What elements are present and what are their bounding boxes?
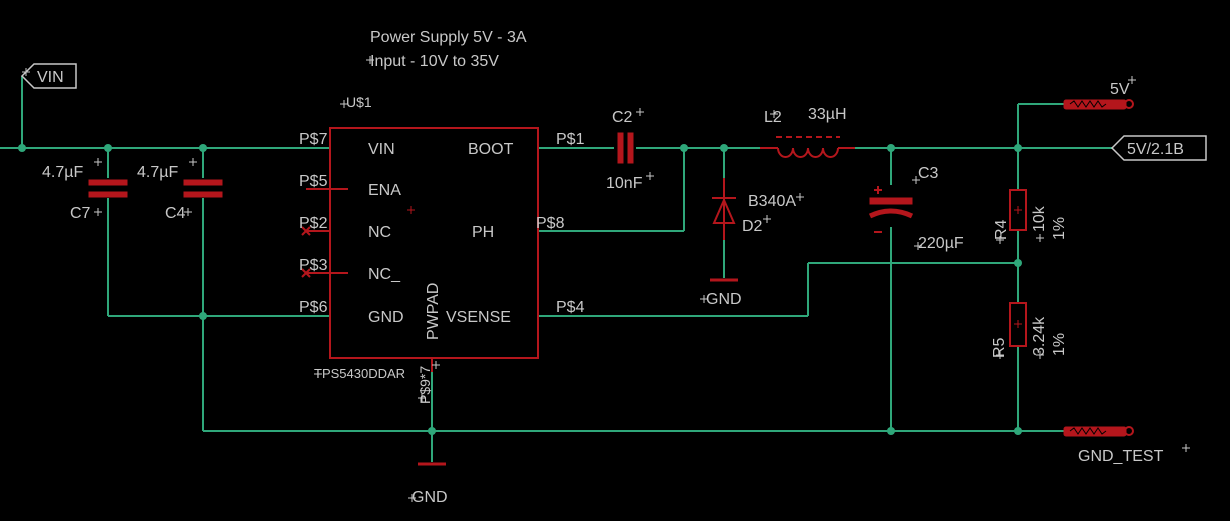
testpoint-5v: 5V xyxy=(1063,81,1134,110)
gnd-symbol-diode: GND xyxy=(706,278,742,308)
diode-d2: B340A D2 xyxy=(712,178,796,240)
svg-text:GND: GND xyxy=(368,309,404,326)
svg-text:P$7: P$7 xyxy=(299,131,328,148)
svg-text:P$2: P$2 xyxy=(299,215,328,232)
svg-text:5V: 5V xyxy=(1110,81,1130,98)
svg-text:P$3: P$3 xyxy=(299,257,328,274)
svg-text:PWPAD: PWPAD xyxy=(425,283,442,340)
inductor-l2: L2 33µH xyxy=(760,106,855,158)
svg-text:U$1: U$1 xyxy=(346,94,372,110)
svg-text:BOOT: BOOT xyxy=(468,141,514,158)
svg-text:R5: R5 xyxy=(991,337,1008,358)
svg-text:P$5: P$5 xyxy=(299,173,328,190)
svg-text:220µF: 220µF xyxy=(918,235,964,252)
svg-text:P$9*7: P$9*7 xyxy=(417,366,433,404)
svg-text:C3: C3 xyxy=(918,165,939,182)
junctions xyxy=(18,144,1022,435)
capacitor-c2: C2 10nF xyxy=(606,109,643,192)
svg-text:PH: PH xyxy=(472,224,494,241)
svg-text:4.7µF: 4.7µF xyxy=(42,164,83,181)
svg-text:VIN: VIN xyxy=(368,141,395,158)
vin-net-label: VIN xyxy=(20,63,77,89)
svg-text:10nF: 10nF xyxy=(606,175,643,192)
testpoint-gnd-test: GND_TEST xyxy=(1063,426,1164,465)
capacitor-c7: 4.7µF C7 xyxy=(42,164,128,222)
svg-text:VIN: VIN xyxy=(37,69,64,86)
svg-text:P$4: P$4 xyxy=(556,299,585,316)
resistor-r5: R5 3.24k 1% xyxy=(991,302,1068,358)
svg-text:5V/2.1B: 5V/2.1B xyxy=(1127,141,1184,158)
output-net-label: 5V/2.1B xyxy=(1110,135,1207,161)
svg-text:10k: 10k xyxy=(1031,205,1048,232)
svg-text:4.7µF: 4.7µF xyxy=(137,164,178,181)
ic-u1: U$1 TPS5430DDAR PWPAD P$9*7 VIN ENA NC N… xyxy=(299,94,585,404)
svg-text:C4: C4 xyxy=(165,205,186,222)
gnd-symbol-bottom: GND xyxy=(412,462,448,506)
svg-text:ENA: ENA xyxy=(368,182,401,199)
svg-text:1%: 1% xyxy=(1051,333,1068,356)
svg-text:P$8: P$8 xyxy=(536,215,565,232)
capacitor-c4: 4.7µF C4 xyxy=(137,164,223,222)
schematic-subtitle: Input - 10V to 35V xyxy=(370,53,499,70)
svg-text:NC_: NC_ xyxy=(368,266,401,283)
svg-text:3.24k: 3.24k xyxy=(1031,316,1048,356)
origin-marks xyxy=(22,56,1190,502)
svg-text:P$1: P$1 xyxy=(556,131,585,148)
svg-text:TPS5430DDAR: TPS5430DDAR xyxy=(314,366,405,381)
svg-text:L2: L2 xyxy=(764,109,782,126)
schematic-title: Power Supply 5V - 3A xyxy=(370,29,527,46)
resistor-r4: R4 10k 1% xyxy=(993,189,1068,240)
svg-text:C2: C2 xyxy=(612,109,633,126)
svg-text:B340A: B340A xyxy=(748,193,796,210)
svg-text:P$6: P$6 xyxy=(299,299,328,316)
svg-text:D2: D2 xyxy=(742,218,763,235)
svg-text:1%: 1% xyxy=(1051,217,1068,240)
svg-text:GND: GND xyxy=(706,291,742,308)
svg-text:GND: GND xyxy=(412,489,448,506)
svg-text:33µH: 33µH xyxy=(808,106,847,123)
capacitor-c3: C3 220µF xyxy=(868,165,964,252)
svg-text:C7: C7 xyxy=(70,205,91,222)
svg-text:VSENSE: VSENSE xyxy=(446,309,511,326)
svg-text:GND_TEST: GND_TEST xyxy=(1078,448,1164,465)
svg-text:R4: R4 xyxy=(993,219,1010,240)
svg-text:NC: NC xyxy=(368,224,391,241)
